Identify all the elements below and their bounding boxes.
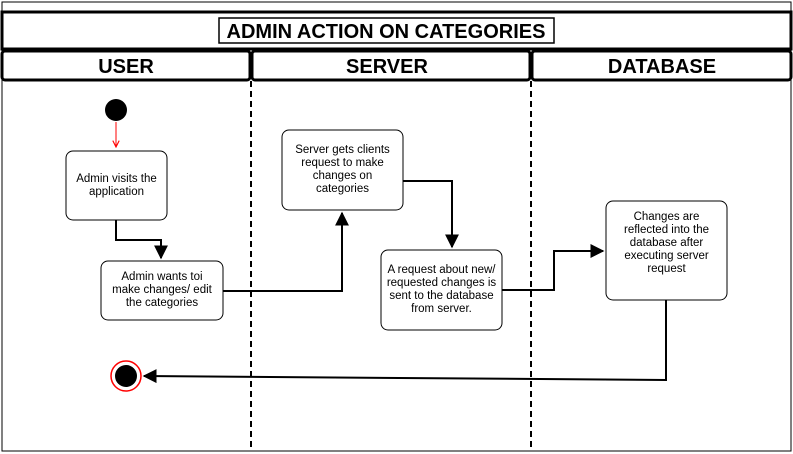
flow-edit-to-server [223, 211, 349, 292]
node-server-gets: Server gets clients request to make chan… [282, 130, 403, 210]
node-request-line: A request about new/ [387, 264, 496, 276]
node-server-gets-line: Server gets clients [295, 144, 390, 156]
node-edit-line: Admin wants toi [121, 271, 203, 283]
node-request-line: from server. [411, 303, 472, 315]
node-reflected-line: request [647, 262, 686, 275]
node-request-line: requested changes is [386, 277, 497, 289]
lane-title-user: USER [98, 56, 154, 78]
node-reflected-line: database after [629, 236, 704, 249]
end-node [115, 365, 137, 387]
lane-header-database [530, 49, 793, 82]
node-edit: Admin wants toi make changes/ edit the c… [101, 261, 223, 320]
flow-visit-to-edit [115, 220, 168, 260]
node-visit: Admin visits the application [66, 151, 167, 220]
node-server-gets-line: categories [315, 183, 370, 195]
lane-header-server [250, 49, 532, 82]
node-server-gets-line: changes on [312, 170, 373, 182]
node-visit-line: Admin visits the [76, 172, 157, 185]
node-visit-line: application [89, 185, 144, 198]
node-reflected-line: Changes are [633, 210, 700, 223]
node-reflected-line: reflected into the [623, 223, 710, 236]
node-request: A request about new/ requested changes i… [381, 250, 502, 330]
diagram-title: ADMIN ACTION ON CATEGORIES [227, 21, 546, 43]
flow-server-to-request [403, 180, 459, 249]
start-node [105, 99, 127, 121]
node-box-server-gets [281, 129, 404, 211]
title-box [218, 17, 555, 44]
node-edit-line: make changes/ edit [112, 284, 212, 296]
flow-request-to-database [502, 244, 605, 291]
lane-header-user [0, 49, 252, 82]
node-reflected-line: executing server [624, 249, 709, 262]
lane-title-server: SERVER [346, 56, 428, 78]
node-server-gets-line: request to make [301, 157, 384, 169]
node-edit-line: the categories [125, 297, 199, 309]
node-reflected: Changes are reflected into the database … [606, 201, 727, 285]
lane-title-database: DATABASE [608, 56, 716, 78]
flow-database-to-end [142, 300, 667, 384]
node-request-line: sent to the database [389, 290, 494, 302]
